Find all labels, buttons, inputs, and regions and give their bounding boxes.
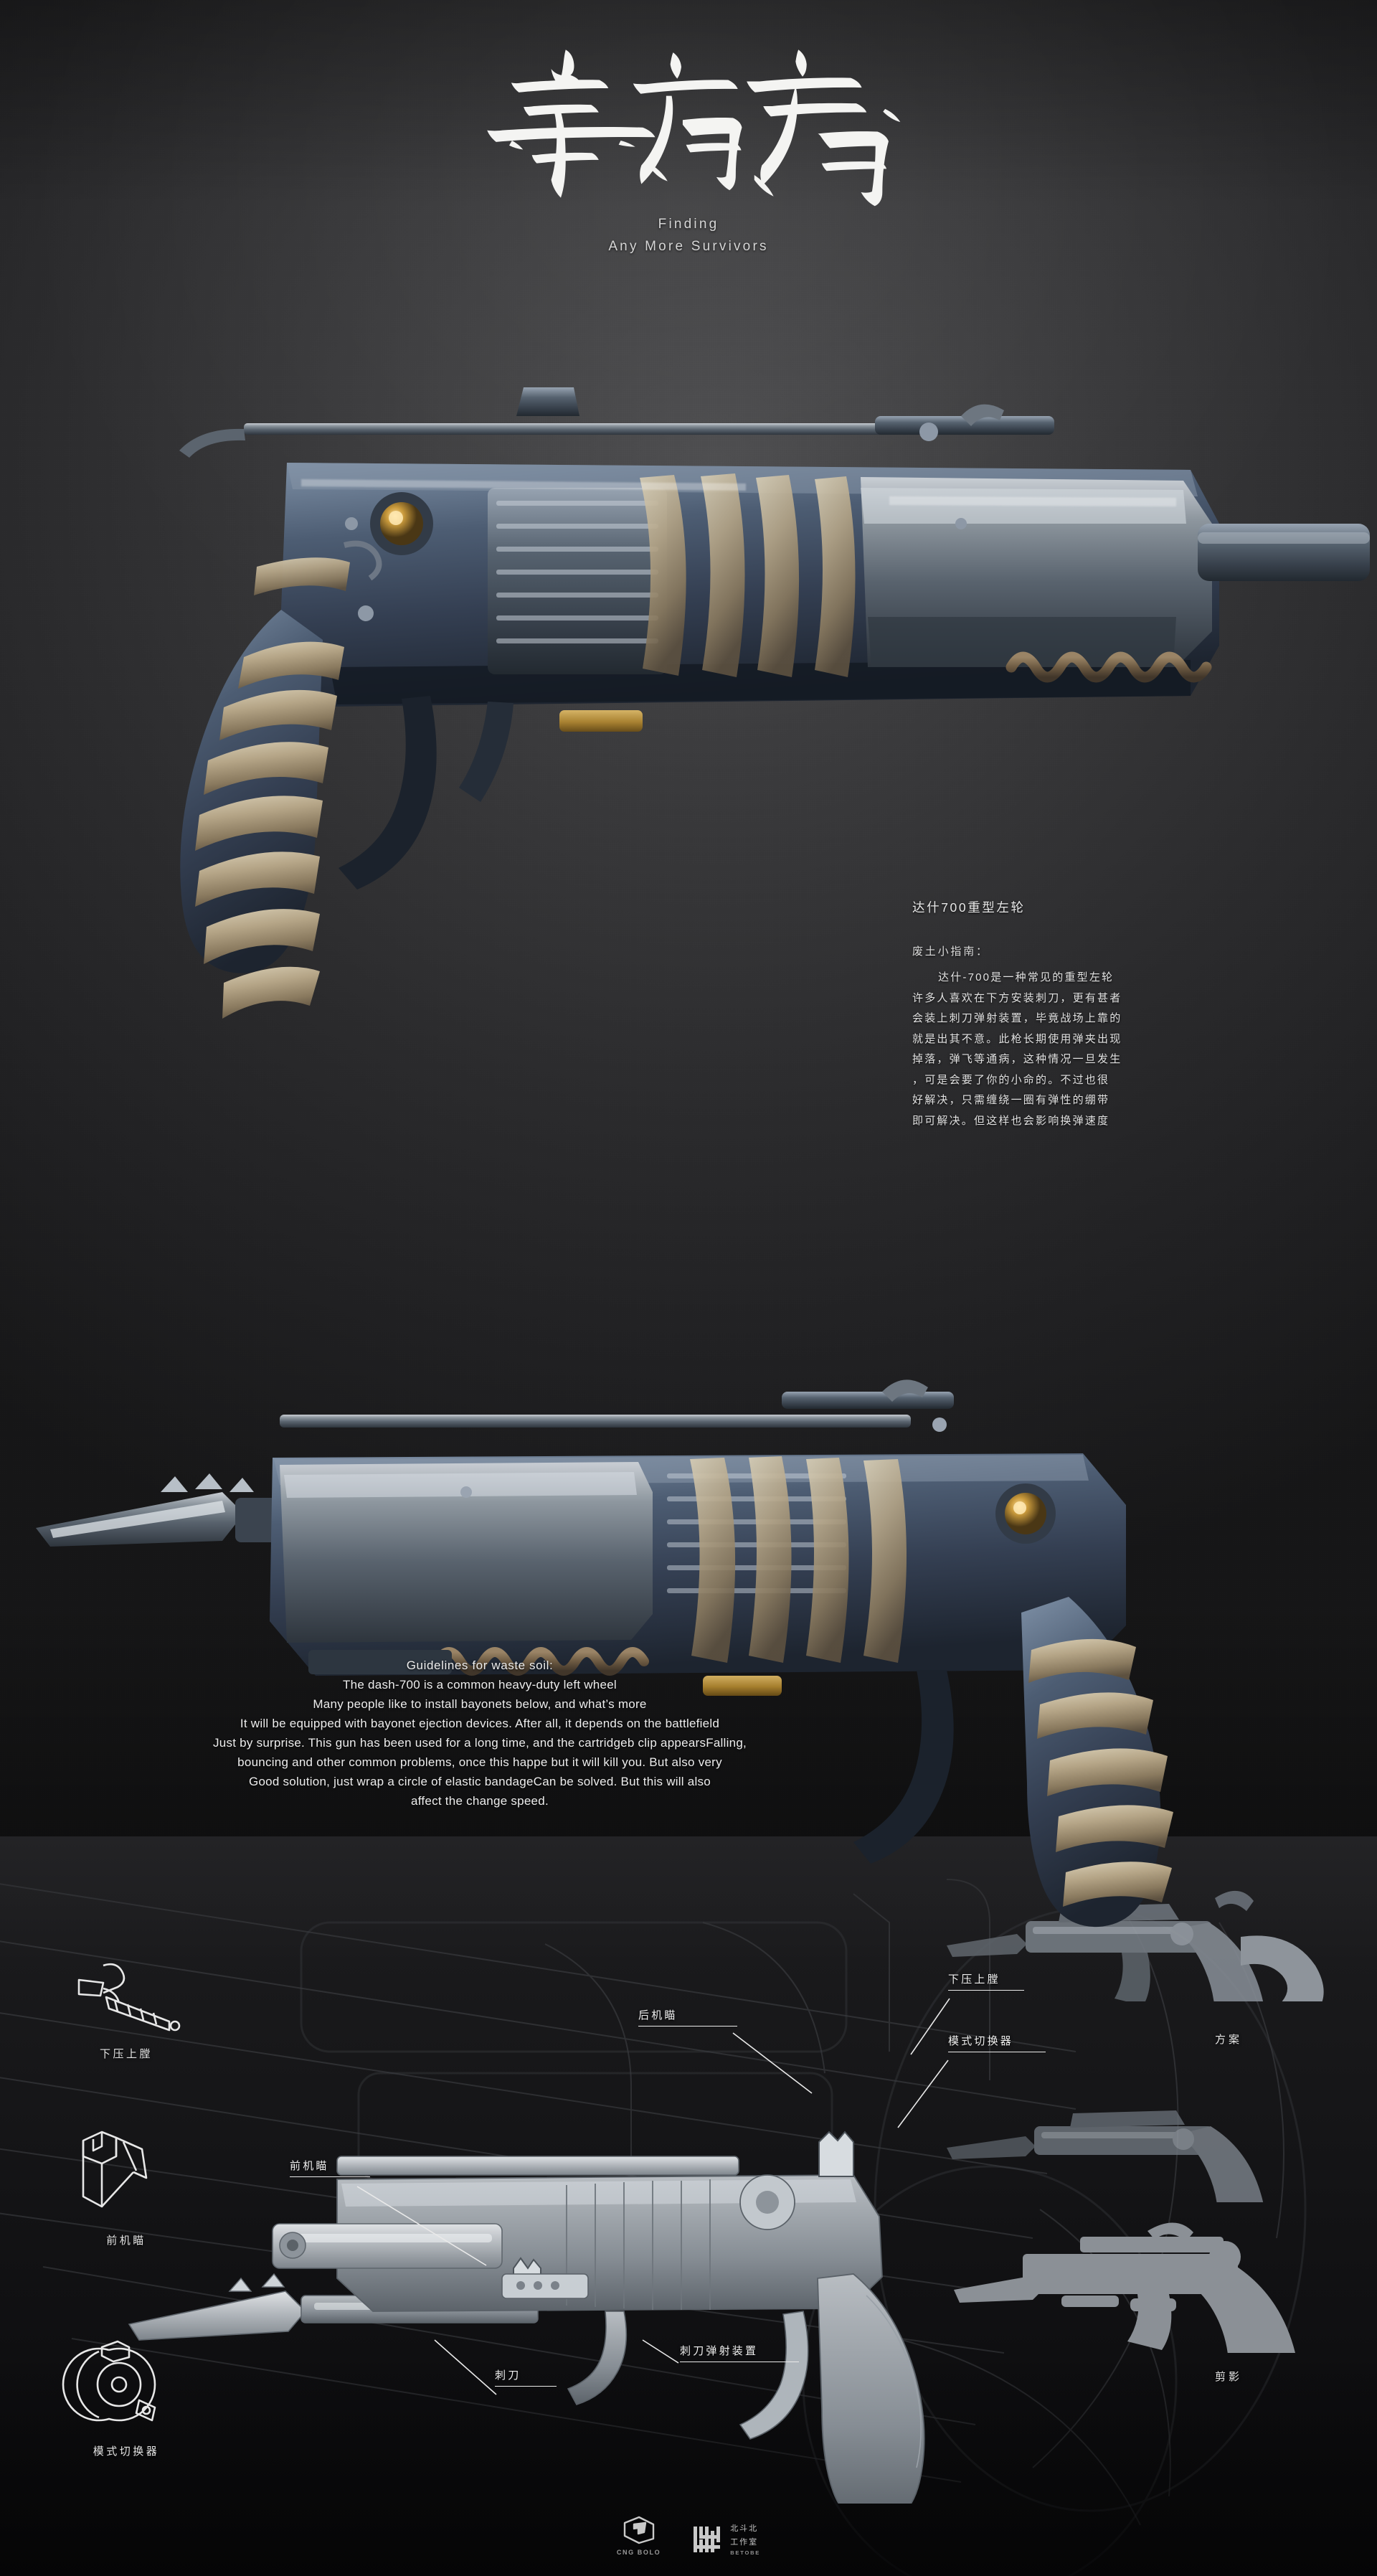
- brand-cng-bolo: CNG BOLO: [617, 2515, 661, 2556]
- callout-label: 刺刀弹射装置: [680, 2345, 759, 2357]
- en-heading: Guidelines for waste soil:: [406, 1659, 554, 1672]
- en-body-line: Many people like to install bayonets bel…: [313, 1697, 647, 1711]
- cn-body-line: ，可是会要了你的小命的。不过也很: [912, 1073, 1110, 1086]
- weapon-silhouette: [954, 2222, 1295, 2353]
- callout-label: 后机瞄: [638, 2009, 678, 2021]
- side-caption-variant: 方案: [1215, 2034, 1243, 2046]
- callout-leader-mode-selector: [897, 2060, 949, 2128]
- brand-latin: BETOBE: [730, 2549, 761, 2556]
- guide-label-cn: 废土小指南：: [912, 945, 989, 958]
- cn-body-line: 即可解决。但这样也会影响换弹速度: [912, 1114, 1110, 1127]
- betobe-logo-icon: [694, 2526, 721, 2552]
- part-label: 前机瞄: [106, 2235, 146, 2247]
- mode-selector-dial-icon: [62, 2340, 156, 2422]
- en-body-line: bouncing and other common problems, once…: [237, 1755, 722, 1769]
- part-card-front-sight: 前机瞄: [33, 2128, 219, 2247]
- part-label: 模式切换器: [93, 2445, 160, 2458]
- brand-name-primary: CNG BOLO: [616, 2549, 661, 2556]
- front-sight-icon: [82, 2131, 148, 2208]
- en-body-line: Just by surprise. This gun has been used…: [212, 1736, 747, 1750]
- callout-mode-selector: 模式切换器: [948, 2033, 1046, 2052]
- brand-cn-line-2: 工作室: [730, 2538, 759, 2547]
- cn-body-line: 好解决，只需缠绕一圈有弹性的绷带: [912, 1094, 1110, 1106]
- footer-branding: CNG BOLO 北斗北: [0, 2515, 1377, 2556]
- variant-render-mid: [947, 2110, 1264, 2202]
- callout-leader-ejection: [642, 2339, 679, 2364]
- subtitle-line-1: Finding: [658, 217, 719, 232]
- en-body-line: Good solution, just wrap a circle of ela…: [249, 1775, 711, 1788]
- poster-header: Finding Any More Survivors: [0, 37, 1377, 255]
- side-caption-silhouette: 剪影: [1215, 2371, 1243, 2383]
- cn-body-line: 会装上刺刀弹射装置，毕竟战场上靠的: [912, 1012, 1122, 1024]
- weapon-render-top: [29, 308, 1370, 1255]
- subtitle-line-2: Any More Survivors: [608, 239, 769, 254]
- callout-rear-sight: 后机瞄: [638, 2007, 737, 2027]
- callout-bayonet-ejection-device: 刺刀弹射装置: [680, 2343, 799, 2362]
- part-label: 下压上膛: [99, 2048, 153, 2060]
- en-body-line: It will be equipped with bayonet ejectio…: [240, 1717, 720, 1730]
- cn-body-line: 达什-700是一种常见的重型左轮: [938, 971, 1115, 983]
- callout-label: 前机瞄: [290, 2160, 329, 2172]
- brand-betobe: 北斗北 工作室 BETOBE: [692, 2522, 760, 2556]
- brush-title-幸存者: [487, 49, 901, 207]
- callout-leader-front-sight: [356, 2186, 487, 2266]
- cn-body-line: 掉落，弹飞等通病，这种情况一旦发生: [912, 1053, 1122, 1065]
- weapon-name-cn: 达什700重型左轮: [912, 900, 1026, 915]
- en-body-line: affect the change speed.: [411, 1794, 549, 1808]
- english-description-block: Guidelines for waste soil: The dash-700 …: [0, 1656, 960, 1811]
- chinese-description-block: 达什700重型左轮 废土小指南： 达什-700是一种常见的重型左轮 许多人喜欢在…: [912, 898, 1213, 1131]
- callout-leader-rear-sight: [732, 2032, 813, 2094]
- part-card-mode-selector: 模式切换器: [33, 2339, 219, 2458]
- cn-body-line: 许多人喜欢在下方安装刺刀，更有甚者: [912, 991, 1122, 1004]
- callout-leader-bayonet: [434, 2339, 497, 2395]
- weapon-render-bottom-with-bayonet: [7, 1277, 1341, 1994]
- callout-label: 模式切换器: [948, 2035, 1014, 2047]
- callout-front-sight: 前机瞄: [290, 2158, 370, 2177]
- brand-cn-line-1: 北斗北: [730, 2524, 759, 2533]
- brand-name-secondary-cn: 北斗北 工作室 BETOBE: [730, 2522, 760, 2556]
- cn-body-line: 就是出其不意。此枪长期使用弹夹出现: [912, 1032, 1122, 1045]
- en-body-line: The dash-700 is a common heavy-duty left…: [343, 1678, 617, 1692]
- cng-bolo-logo-icon: [623, 2516, 654, 2544]
